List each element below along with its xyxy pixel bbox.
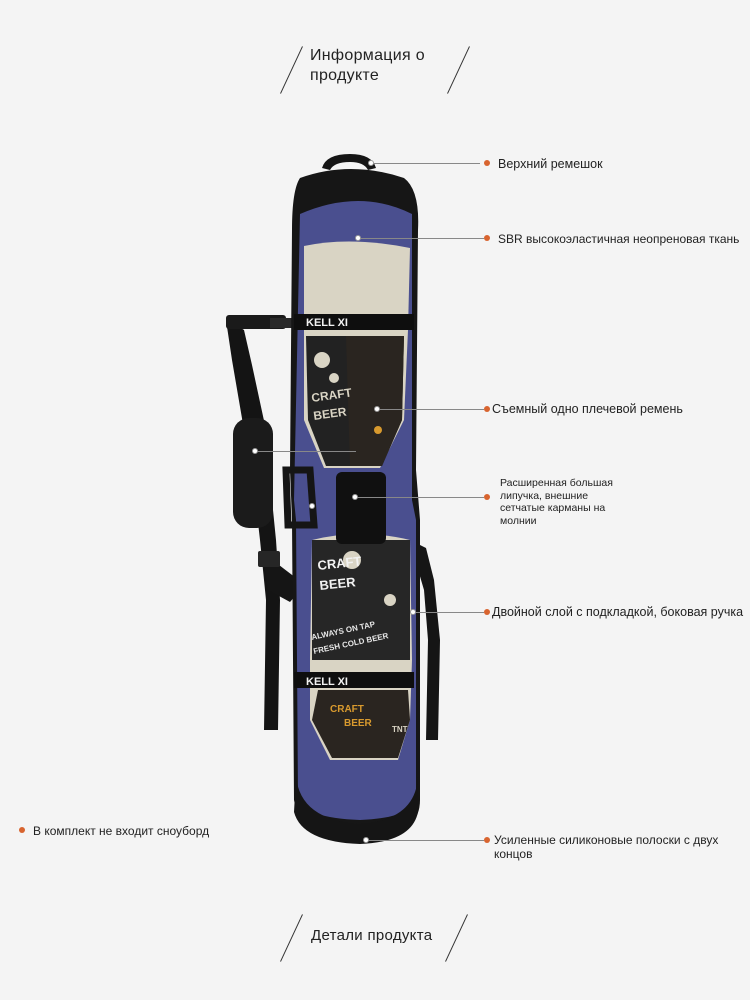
anchor-lining (410, 609, 416, 615)
leader-velcro (356, 497, 484, 498)
shoulder-strap (226, 315, 302, 730)
print-craft-badge: CRAFT (330, 704, 364, 715)
callout-silicone: Усиленные силиконовые полоски с двух кон… (494, 833, 719, 861)
anchor-side-handle (309, 503, 315, 509)
note-not-included: В комплект не входит сноуборд (33, 824, 210, 838)
print-beer-lower: BEER (319, 574, 357, 593)
print-craft-top: CRAFT (310, 385, 353, 405)
leader-top-strap (372, 163, 480, 164)
callout-fabric: SBR высокоэластичная неопреновая ткань (498, 232, 740, 246)
anchor-silicone (363, 837, 369, 843)
bullet-fabric (484, 235, 490, 241)
anchor-shoulder-strap-2 (374, 406, 380, 412)
bullet-shoulder-strap (484, 406, 490, 412)
anchor-top-strap (368, 160, 374, 166)
brand-label-upper: KELL XI (306, 317, 348, 329)
leader-shoulder-strap-2 (378, 409, 484, 410)
print-craft-lower: CRAFT (317, 553, 362, 573)
leader-fabric (360, 238, 484, 239)
section-title-product-info: Информация о продукте (310, 47, 425, 84)
leader-shoulder-strap (256, 451, 356, 452)
print-beer-badge: BEER (344, 718, 373, 729)
bag-body (282, 154, 420, 844)
callout-velcro: Расширенная большая липучка, внешние сет… (500, 477, 613, 527)
bullet-not-included (19, 827, 25, 833)
section-title-product-details: Детали продукта (311, 927, 433, 944)
anchor-shoulder-strap (252, 448, 258, 454)
bullet-velcro (484, 494, 490, 500)
print-beer-top: BEER (312, 404, 347, 423)
leader-lining (414, 612, 484, 613)
bullet-silicone (484, 837, 490, 843)
anchor-fabric (355, 235, 361, 241)
callout-top-strap: Верхний ремешок (498, 157, 603, 171)
callout-lining: Двойной слой с подкладкой, боковая ручка (492, 605, 744, 619)
anchor-velcro (352, 494, 358, 500)
print-tnt: TNT (392, 725, 408, 734)
leader-silicone (368, 840, 484, 841)
brand-label-lower: KELL XI (306, 676, 348, 688)
bullet-lining (484, 609, 490, 615)
bullet-top-strap (484, 160, 490, 166)
side-strap-right (410, 540, 440, 740)
callout-shoulder-strap: Съемный одно плечевой ремень (492, 402, 683, 416)
